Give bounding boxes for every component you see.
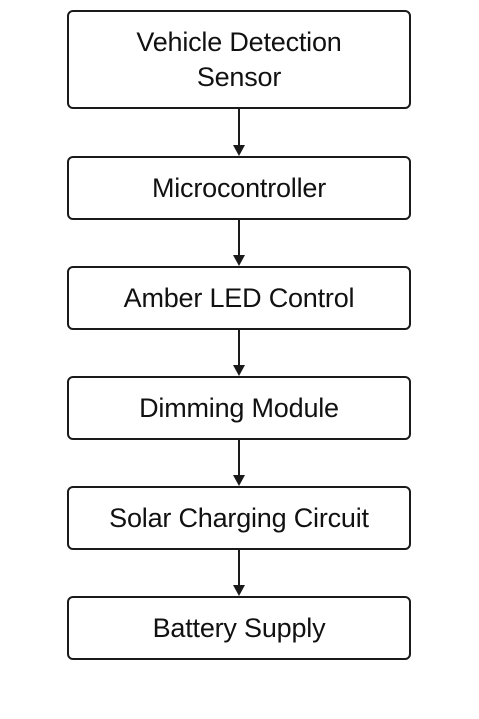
node-label: Battery Supply (152, 612, 326, 643)
node-label: Vehicle Detection Sensor (136, 26, 342, 92)
node-vehicle-detection-sensor: Vehicle Detection Sensor (67, 10, 411, 109)
node-label: Solar Charging Circuit (109, 502, 369, 533)
arrow-head-4 (233, 585, 245, 596)
arrow-head-3 (233, 475, 245, 486)
node-label: Dimming Module (139, 392, 339, 423)
arrow-head-1 (233, 255, 245, 266)
arrow-head-2 (233, 365, 245, 376)
node-solar-charging-circuit: Solar Charging Circuit (67, 486, 411, 550)
node-microcontroller: Microcontroller (67, 156, 411, 220)
node-label: Amber LED Control (123, 282, 355, 313)
arrow-head-0 (233, 145, 245, 156)
node-dimming-module: Dimming Module (67, 376, 411, 440)
node-battery-supply: Battery Supply (67, 596, 411, 660)
node-label: Microcontroller (151, 172, 327, 203)
node-amber-led-control: Amber LED Control (67, 266, 411, 330)
